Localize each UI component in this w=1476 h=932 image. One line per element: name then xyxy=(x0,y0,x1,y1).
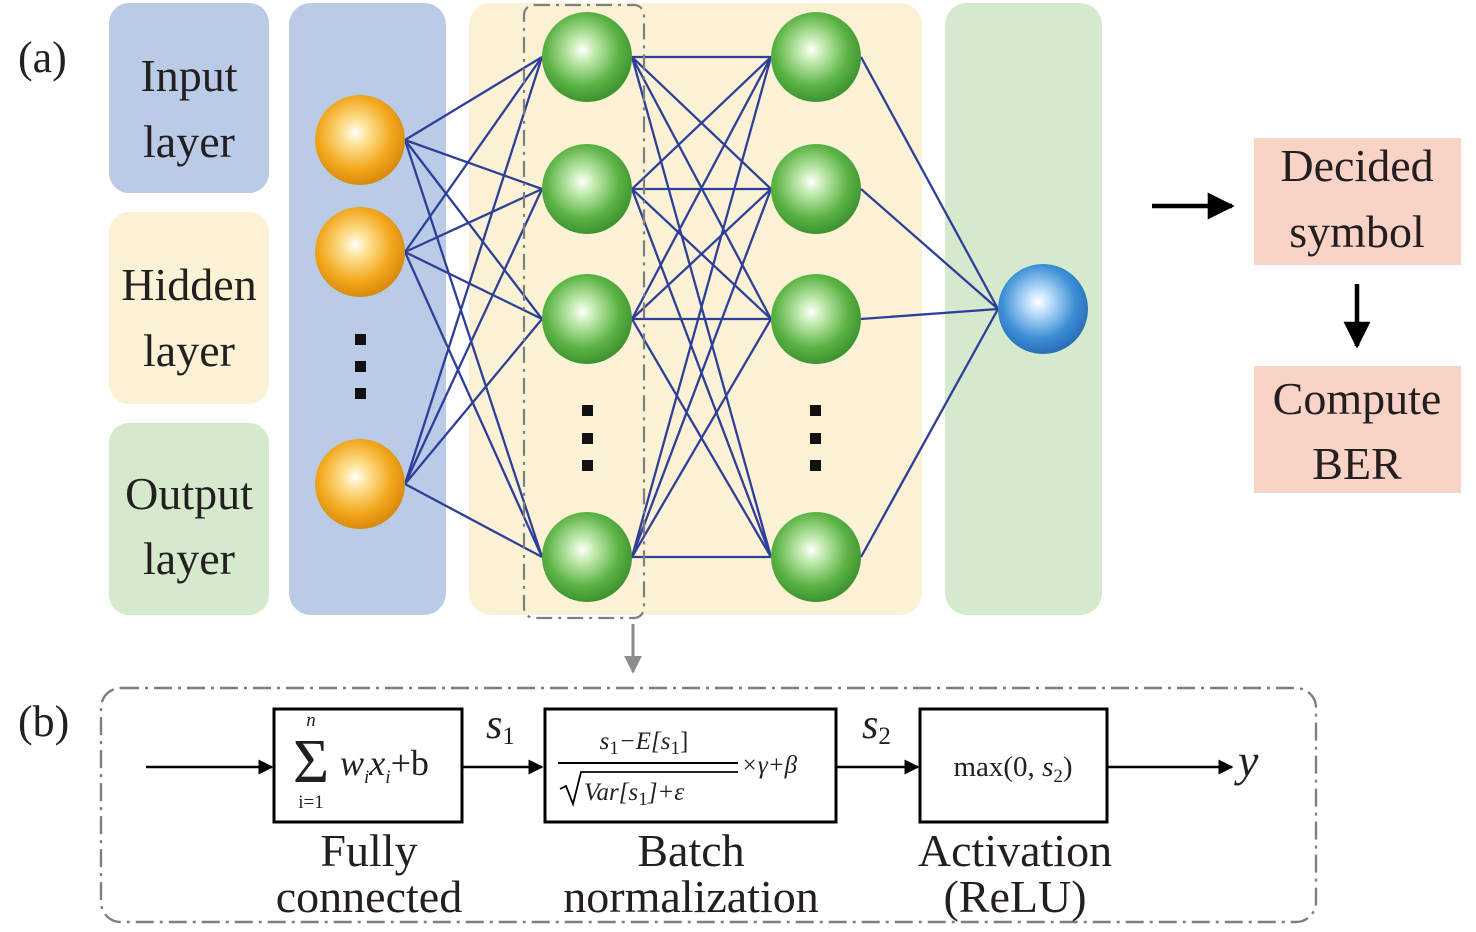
edge-in-h1-1-2 xyxy=(404,250,543,321)
edge-in-h1-0-2 xyxy=(404,139,543,320)
highlight-dashed-box xyxy=(522,3,646,620)
edge-h1-h2-1-0 xyxy=(631,56,772,190)
hidden2-node-3 xyxy=(771,274,861,364)
edge-in-h1-0-3 xyxy=(403,139,544,558)
hidden1-node-4 xyxy=(542,512,632,602)
edge-in-h1-2-3 xyxy=(404,482,543,559)
act-caption-line2: (ReLU) xyxy=(943,871,1086,922)
output-node-1 xyxy=(998,264,1088,354)
edge-h1-h2-3-0 xyxy=(630,56,773,558)
legend-output-line1: Output xyxy=(125,468,253,519)
hidden2-node-4 xyxy=(771,512,861,602)
s1-label: s1 xyxy=(486,702,515,750)
input-node-3 xyxy=(315,439,405,529)
bn-numerator: s1−E[s1] xyxy=(600,728,689,759)
edge-in-h1-2-1 xyxy=(403,188,544,485)
compute-line1: Compute xyxy=(1273,373,1442,424)
hidden1-node-3 xyxy=(542,274,632,364)
activation-formula: max(0, s2) xyxy=(953,751,1072,787)
panel-b-frame xyxy=(99,686,1318,924)
decided-line2: symbol xyxy=(1289,206,1424,257)
legend-input-line1: Input xyxy=(140,50,237,101)
network-nodes xyxy=(315,12,1088,602)
legend-output-line2: layer xyxy=(143,533,235,584)
input-ellipsis-dots xyxy=(355,334,366,399)
hidden2-node-1 xyxy=(771,12,861,102)
sum-lower-limit: i=1 xyxy=(298,792,324,813)
panel-b-label: (b) xyxy=(18,697,69,746)
bn-caption-line2: normalization xyxy=(563,871,818,922)
batch-norm-box xyxy=(543,707,838,824)
legend-input-box xyxy=(109,3,269,193)
legend-output-box xyxy=(109,423,269,615)
edge-h2-out-2-0 xyxy=(860,307,999,321)
hidden1-node-1 xyxy=(542,12,632,102)
edge-in-h1-2-2 xyxy=(404,318,543,485)
edge-in-h1-1-0 xyxy=(404,56,543,253)
hidden2-ellipsis-dots xyxy=(810,405,821,471)
panel-a-label: (a) xyxy=(18,33,67,82)
input-node-1 xyxy=(315,95,405,185)
hidden2-node-2 xyxy=(771,144,861,234)
network-edges xyxy=(403,55,1000,559)
edge-h2-out-0-0 xyxy=(859,56,1000,310)
output-y-label: y xyxy=(1234,735,1259,786)
edge-h1-h2-3-2 xyxy=(631,318,772,558)
edge-in-h1-0-0 xyxy=(404,56,543,141)
edge-in-h1-1-1 xyxy=(404,187,543,254)
legend-hidden-line1: Hidden xyxy=(121,259,256,310)
fc-formula: wixi+b xyxy=(340,743,429,788)
input-node-2 xyxy=(315,207,405,297)
bn-denominator: Var[s1]+ε xyxy=(584,779,684,810)
edge-in-h1-0-1 xyxy=(404,138,543,191)
edge-in-h1-2-0 xyxy=(403,56,544,485)
compute-ber-box xyxy=(1254,366,1461,493)
decided-line1: Decided xyxy=(1280,140,1433,191)
fully-connected-box xyxy=(272,707,464,824)
edge-h2-out-1-0 xyxy=(860,188,999,310)
legend-input-line2: layer xyxy=(143,116,235,167)
hidden1-ellipsis-dots xyxy=(582,405,593,471)
decided-symbol-box xyxy=(1254,138,1461,265)
activation-box xyxy=(918,707,1109,824)
legend-hidden-line2: layer xyxy=(143,325,235,376)
sigma-symbol: Σ xyxy=(293,728,329,796)
bn-caption-line1: Batch xyxy=(637,825,744,876)
edge-in-h1-1-3 xyxy=(403,251,544,558)
fc-caption-line2: connected xyxy=(276,871,462,922)
legend-hidden-box xyxy=(109,212,269,404)
edge-h1-h2-2-0 xyxy=(630,56,773,320)
edge-h1-h2-3-1 xyxy=(630,188,773,558)
compute-line2: BER xyxy=(1312,438,1402,489)
fc-caption-line1: Fully xyxy=(320,825,417,876)
edge-h1-h2-2-1 xyxy=(631,188,772,320)
s2-label: s2 xyxy=(862,702,891,750)
sqrt-icon xyxy=(559,771,738,807)
hidden1-node-2 xyxy=(542,144,632,234)
bn-tail: ×γ+β xyxy=(741,752,798,779)
edge-h2-out-3-0 xyxy=(859,308,1000,558)
sum-upper-limit: n xyxy=(306,710,316,731)
act-caption-line1: Activation xyxy=(918,825,1112,876)
